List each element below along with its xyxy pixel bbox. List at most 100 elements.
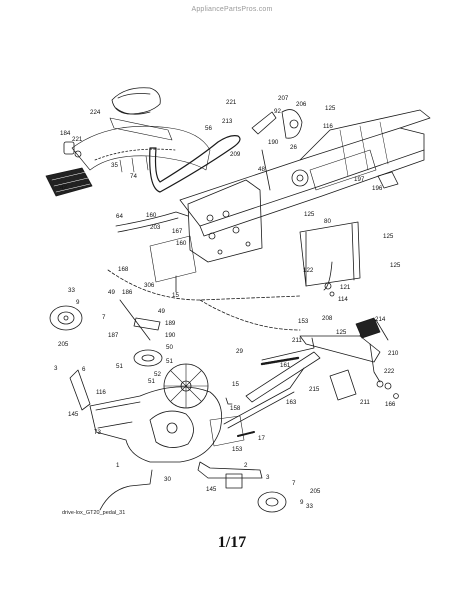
callout-labels: 224 184 221 35 74 42 56 221 213 92 207 2…	[54, 95, 401, 510]
callout-label: 33	[68, 287, 75, 294]
part-184-221	[63, 141, 82, 158]
callout-label: 206	[296, 101, 307, 108]
callout-label: 6	[82, 366, 86, 373]
pedal-215	[329, 369, 357, 401]
callout-label: 7	[292, 480, 296, 487]
idler-pulley-assembly	[119, 299, 163, 367]
callout-label: 121	[340, 284, 351, 291]
callout-label: 17	[258, 435, 265, 442]
hub-bracket	[69, 369, 91, 411]
right-wheel-hub	[257, 491, 287, 513]
callout-label: 122	[303, 267, 314, 274]
callout-label: 116	[96, 389, 106, 396]
callout-label: 51	[166, 358, 173, 365]
callout-label: 215	[309, 386, 320, 393]
callout-label: 211	[360, 399, 370, 406]
callout-label: 153	[232, 446, 243, 453]
callout-label: 51	[116, 363, 123, 370]
cooling-fan	[163, 363, 209, 409]
callout-label: 166	[385, 401, 396, 408]
callout-label: 125	[325, 105, 336, 112]
callout-label: 35	[111, 162, 118, 169]
callout-label: 167	[172, 228, 183, 235]
callout-label: 1	[116, 462, 120, 469]
callout-label: 213	[222, 118, 233, 125]
callout-label: 15	[232, 381, 239, 388]
callout-label: 145	[206, 486, 217, 493]
callout-label: 189	[165, 320, 176, 327]
callout-label: 221	[226, 99, 237, 106]
callout-label: 184	[60, 130, 71, 137]
callout-label: 29	[236, 348, 243, 355]
callout-label: 7	[102, 314, 106, 321]
callout-label: 56	[205, 125, 212, 132]
callout-label: 64	[116, 213, 123, 220]
callout-label: 80	[324, 218, 331, 225]
callout-label: 30	[164, 476, 171, 483]
callout-label: 222	[384, 368, 395, 375]
bolt-158	[225, 397, 233, 405]
dashed-leader-2	[199, 299, 301, 331]
callout-label: 42	[60, 184, 67, 191]
seat-bracket	[109, 87, 173, 141]
callout-label: 74	[130, 173, 137, 180]
spring-17	[237, 431, 255, 437]
callout-label: 73	[94, 429, 101, 436]
callout-label: 214	[375, 316, 386, 323]
callout-label: 196	[372, 185, 383, 192]
callout-label: 160	[146, 212, 157, 219]
axle-shaft	[197, 461, 263, 489]
cable-121	[323, 261, 335, 297]
callout-label: 125	[390, 262, 401, 269]
callout-label: 3	[54, 365, 58, 372]
fender-panel	[71, 125, 211, 173]
callout-label: 158	[230, 405, 241, 412]
callout-label: 205	[310, 488, 321, 495]
callout-label: 210	[388, 350, 399, 357]
callout-label: 203	[150, 224, 161, 231]
callout-label: 125	[336, 329, 347, 336]
transaxle	[89, 386, 245, 463]
callout-label: 49	[158, 308, 165, 315]
callout-label: 92	[274, 108, 281, 115]
pedal-linkage-top	[251, 109, 303, 191]
callout-label: 224	[90, 109, 101, 116]
callout-label: 306	[144, 282, 155, 289]
callout-label: 125	[304, 211, 315, 218]
callout-label: 221	[72, 136, 83, 143]
callout-label: 161	[280, 362, 291, 369]
callout-label: 186	[122, 289, 133, 296]
control-rod-163	[223, 367, 305, 429]
callout-label: 26	[290, 144, 297, 151]
watermark: AppliancePartsPros.com	[191, 6, 273, 13]
callout-label: 9	[76, 299, 80, 306]
left-wheel-hub	[49, 305, 83, 331]
callout-label: 209	[230, 151, 241, 158]
callout-label: 116	[323, 123, 333, 130]
right-bracket	[299, 221, 361, 290]
callout-label: 207	[278, 95, 289, 102]
washers-222	[376, 380, 399, 399]
callout-label: 114	[338, 296, 348, 303]
callout-label: 49	[108, 289, 115, 296]
callout-label: 51	[148, 378, 155, 385]
hose-42	[45, 167, 93, 197]
brake-rod	[245, 337, 321, 403]
callout-label: 153	[298, 318, 309, 325]
callout-label: 160	[176, 240, 187, 247]
callout-label: 205	[58, 341, 69, 348]
callout-label: 15	[172, 292, 179, 299]
callout-label: 33	[306, 503, 313, 510]
callout-label: 9	[300, 499, 304, 506]
callout-label: 211	[292, 337, 302, 344]
callout-label: 52	[154, 371, 161, 378]
callout-label: 48	[258, 166, 265, 173]
callout-label: 187	[108, 332, 119, 339]
dashed-leader-1	[107, 269, 301, 301]
callout-label: 208	[322, 315, 333, 322]
shift-rod	[115, 211, 197, 293]
page-number: 1/17	[217, 534, 247, 551]
callout-label: 163	[286, 399, 297, 406]
callout-label: 3	[266, 474, 270, 481]
